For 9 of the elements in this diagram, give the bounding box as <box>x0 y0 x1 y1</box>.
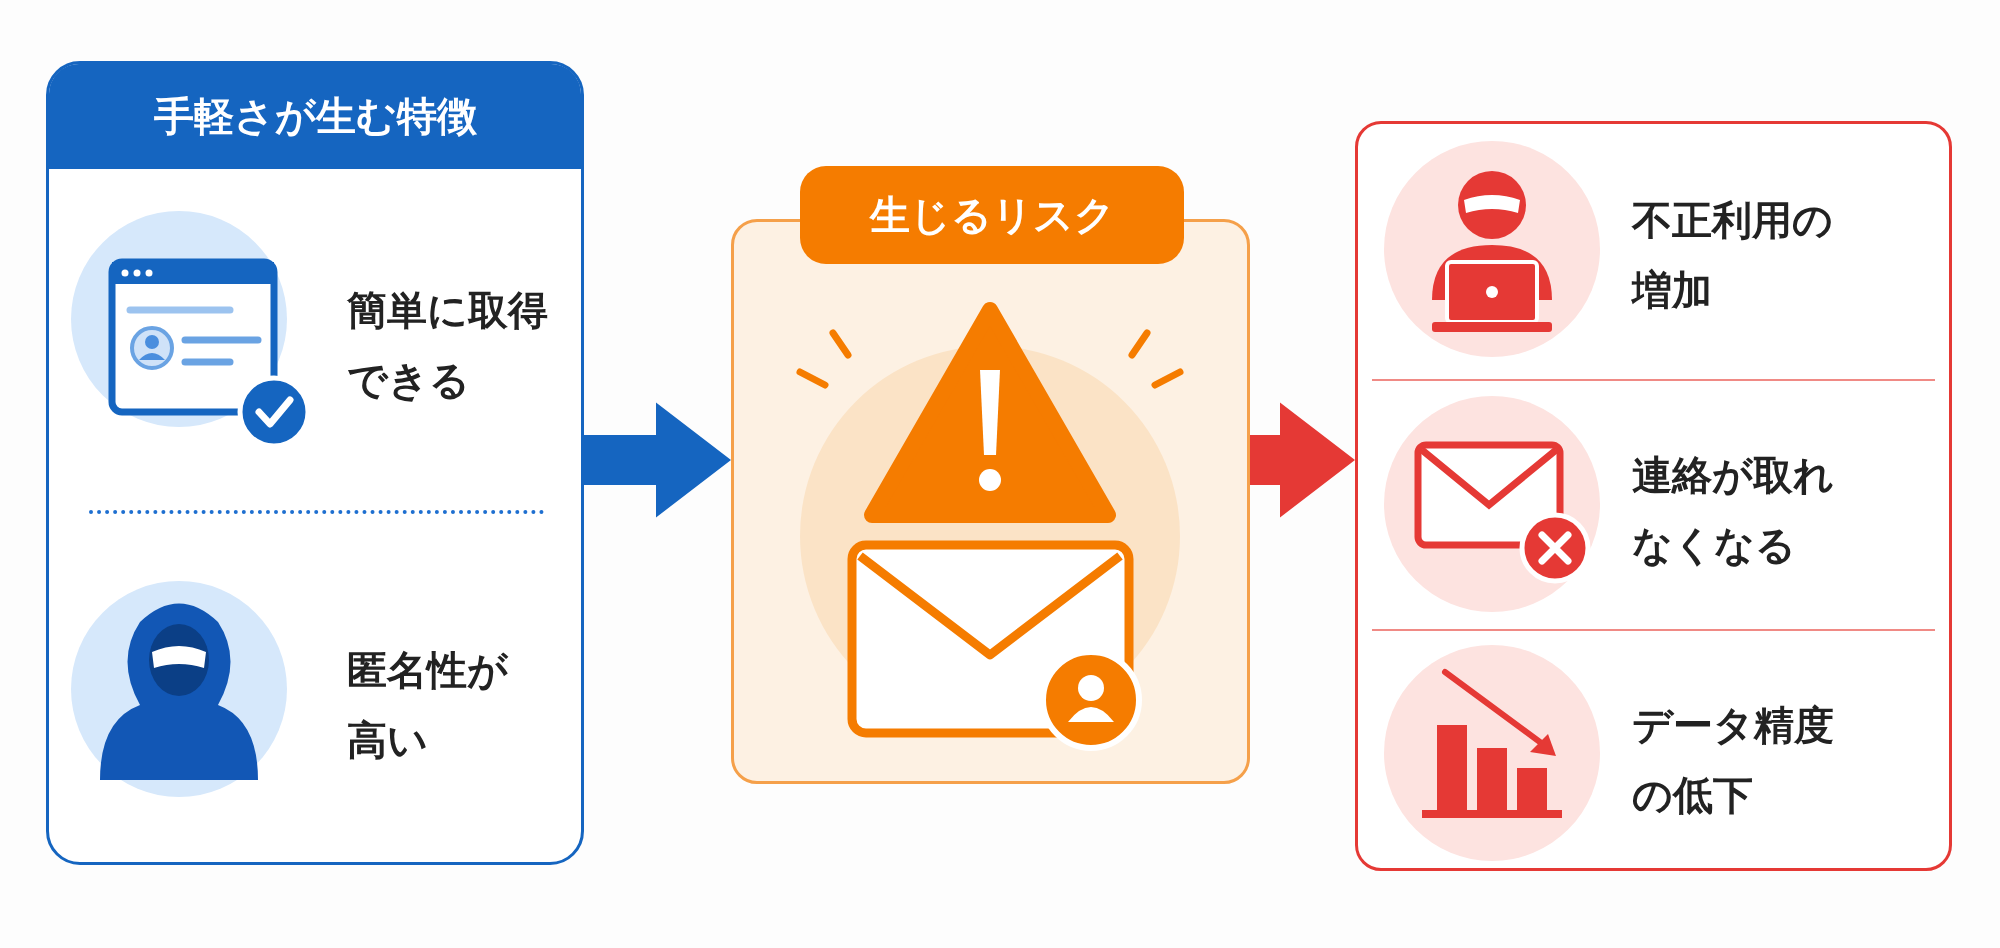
panel-header: 手軽さが生む特徴 <box>49 64 581 169</box>
item-label: 匿名性が高い <box>347 630 522 780</box>
arrow <box>584 402 731 518</box>
item-label: 簡単に取得できる <box>347 270 562 420</box>
panel-header: 生じるリスク <box>800 166 1184 264</box>
item-label: 連絡が取れなくなる <box>1632 440 1847 580</box>
item-label: データ精度の低下 <box>1632 690 1847 830</box>
arrow <box>1250 402 1355 518</box>
item-label: 不正利用の増加 <box>1632 185 1847 325</box>
